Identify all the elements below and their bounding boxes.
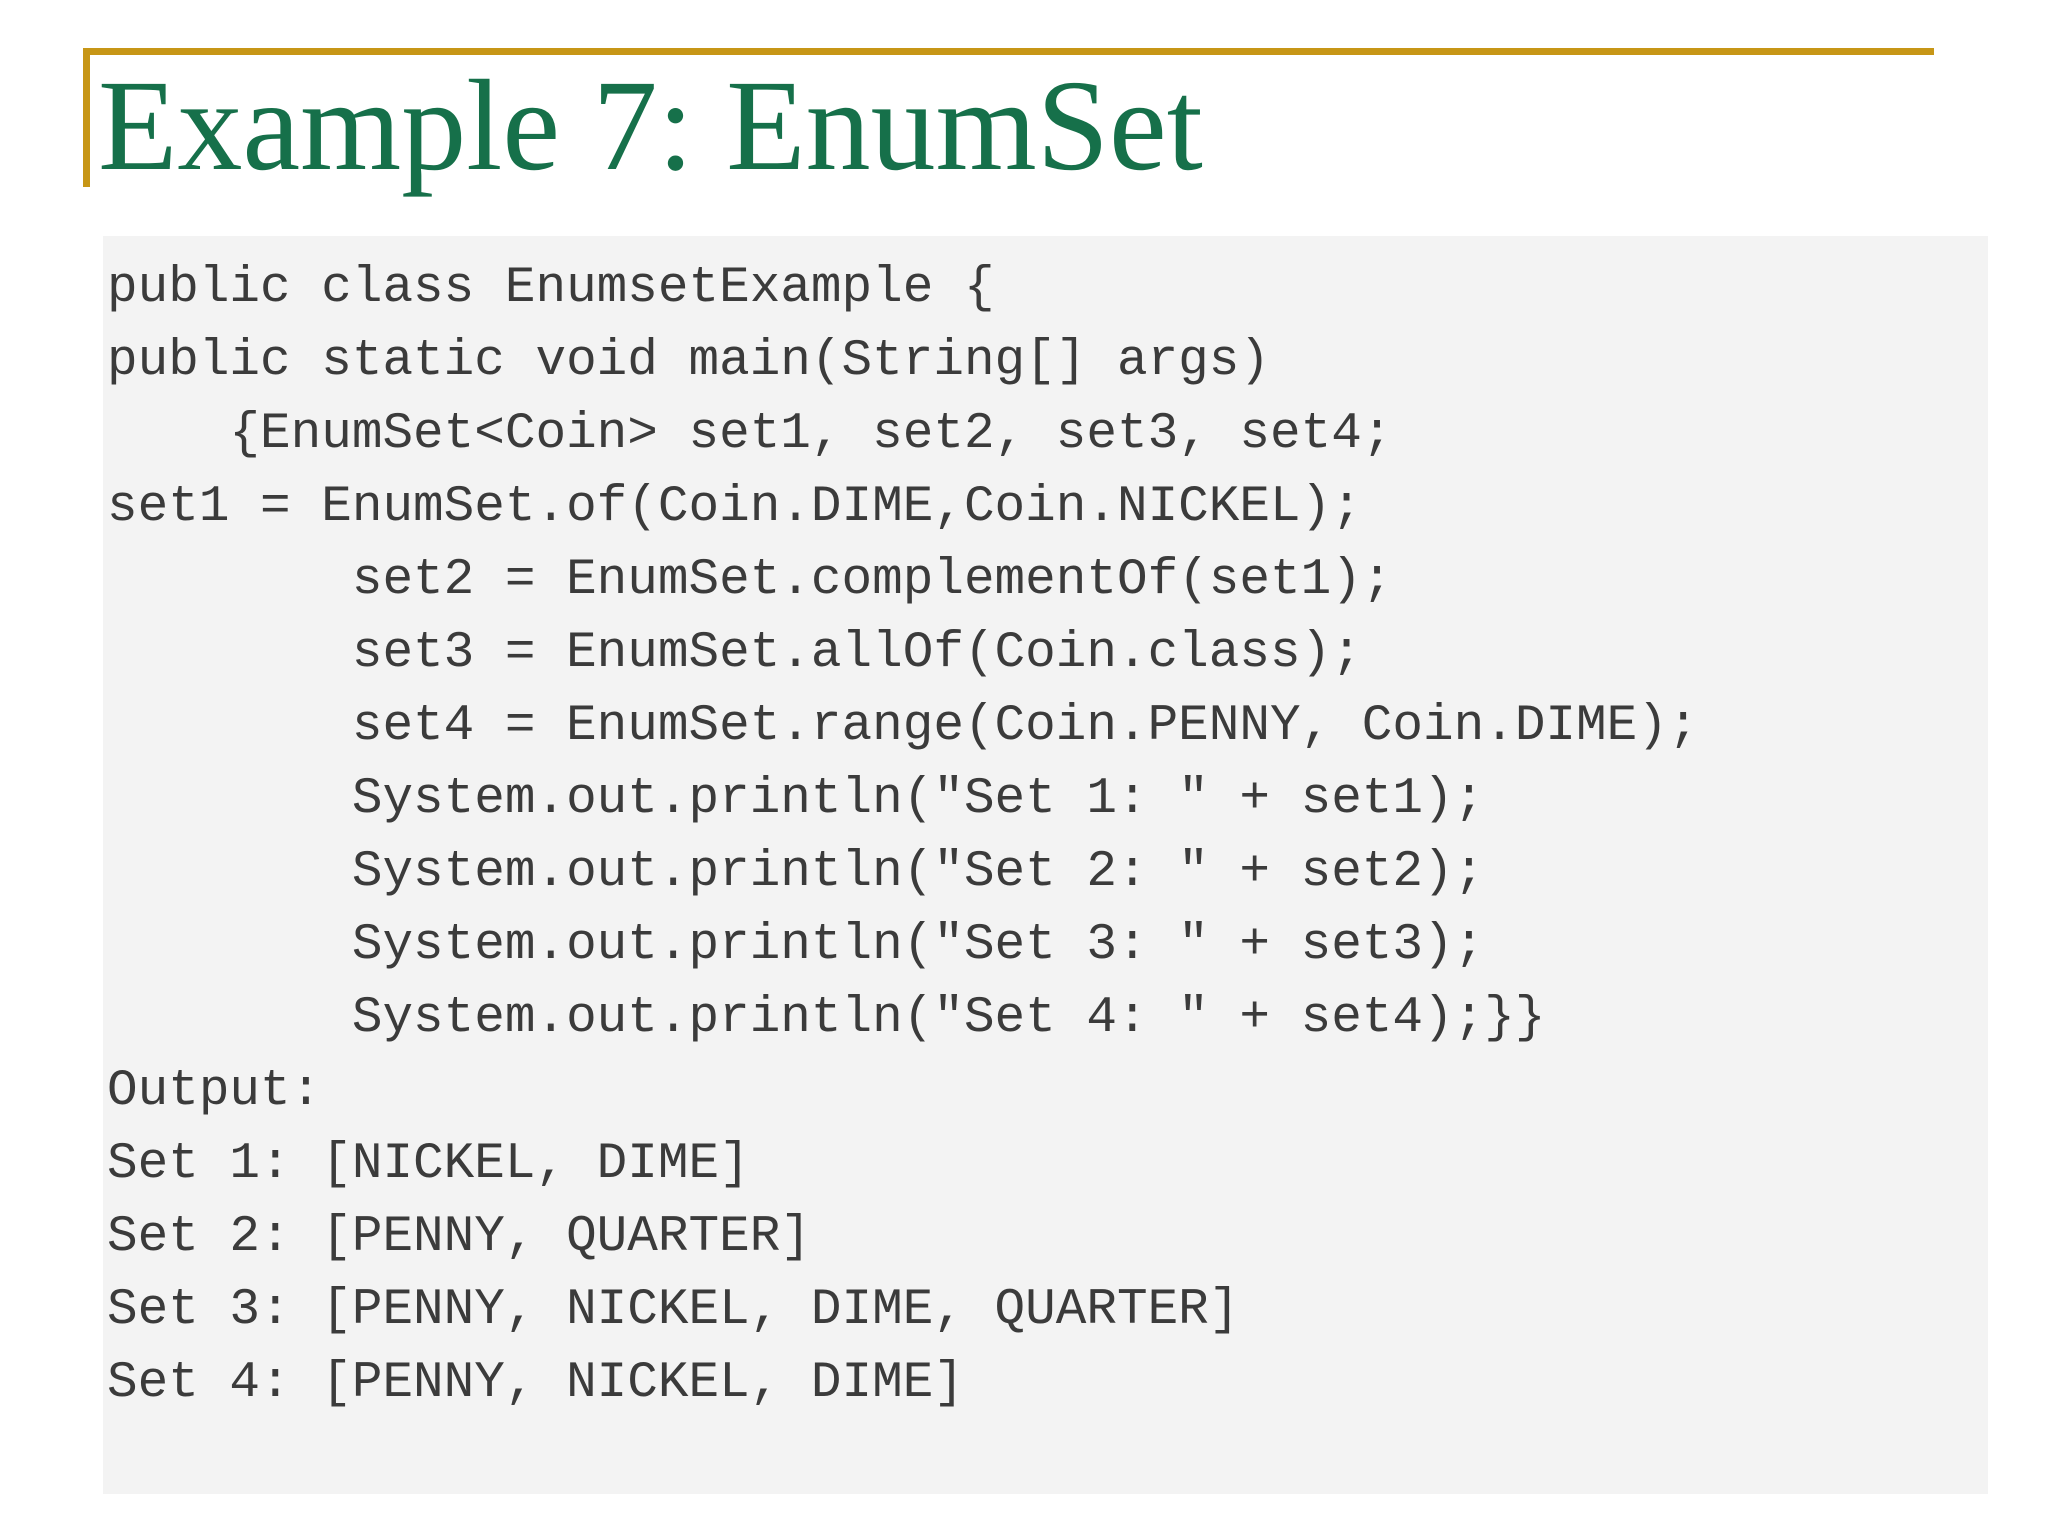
code-line: public static void main(String[] args) [107,333,1270,390]
slide-title: Example 7: EnumSet [98,54,1203,198]
code-line: {EnumSet<Coin> set1, set2, set3, set4; [107,406,1393,463]
code-line: System.out.println("Set 2: " + set2); [107,844,1485,901]
code-line: set4 = EnumSet.range(Coin.PENNY, Coin.DI… [107,698,1699,755]
code-line: Set 3: [PENNY, NICKEL, DIME, QUARTER] [107,1282,1240,1339]
code-block: public class EnumsetExample { public sta… [103,236,1988,1494]
code-line: Output: [107,1063,322,1120]
code-line: Set 2: [PENNY, QUARTER] [107,1209,811,1266]
code-line: public class EnumsetExample { [107,260,995,317]
code-line: System.out.println("Set 3: " + set3); [107,917,1485,974]
code-line: set2 = EnumSet.complementOf(set1); [107,552,1393,609]
code-line: Set 1: [NICKEL, DIME] [107,1136,750,1193]
code-line: System.out.println("Set 4: " + set4);}} [107,990,1546,1047]
gold-rule-horizontal [83,48,1934,55]
code-line: set3 = EnumSet.allOf(Coin.class); [107,625,1362,682]
code-line: set1 = EnumSet.of(Coin.DIME,Coin.NICKEL)… [107,479,1362,536]
code-line: System.out.println("Set 1: " + set1); [107,771,1485,828]
gold-rule-vertical [83,48,90,187]
code-line: Set 4: [PENNY, NICKEL, DIME] [107,1355,964,1412]
